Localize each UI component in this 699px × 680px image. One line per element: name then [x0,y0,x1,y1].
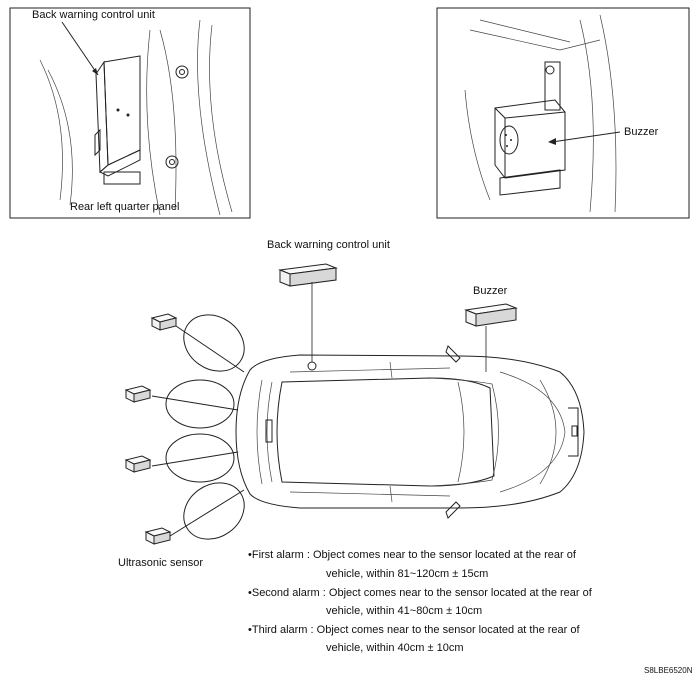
top-right-illustration: Buzzer [436,7,690,219]
control-unit-label: Back warning control unit [267,239,390,251]
sensor-zone-4 [144,482,245,545]
top-right-frame [436,7,690,219]
buzzer-label: Buzzer [473,285,508,297]
sensor-zone-1 [150,313,245,373]
top-left-frame [9,7,251,219]
alarm-3-line-2: vehicle, within 40cm ± 10cm [326,642,463,654]
top-left-caption: Rear left quarter panel [70,201,179,213]
alarm-2-line-2: vehicle, within 41~80cm ± 10cm [326,605,482,617]
top-right-buzzer-label: Buzzer [624,126,659,138]
top-right-leader-line [551,131,621,143]
figure-code: S8LBE6520N [644,666,693,675]
top-left-arrowhead [92,68,98,75]
sensor-zone-2 [124,379,239,429]
control-unit-mount-point [307,361,317,371]
main-diagram: Back warning control unit Buzzer [118,239,585,569]
ultrasonic-sensor-label: Ultrasonic sensor [118,557,203,569]
alarm-1-line-1: •First alarm : Object comes near to the … [248,549,577,561]
control-unit-box [278,263,338,287]
alarm-2-line-1: •Second alarm : Object comes near to the… [248,587,593,599]
top-left-illustration: Back warning control unit Rear left quar… [9,7,251,219]
top-right-arrowhead [548,138,556,145]
alarm-descriptions: •First alarm : Object comes near to the … [248,549,593,654]
alarm-1-line-2: vehicle, within 81~120cm ± 15cm [326,568,488,580]
buzzer-box [464,303,518,327]
top-left-leader-line [61,21,99,76]
vehicle-top-view [235,345,585,519]
top-left-unit-label: Back warning control unit [32,9,155,21]
sensor-zone-3 [124,433,239,483]
alarm-3-line-1: •Third alarm : Object comes near to the … [248,624,581,636]
